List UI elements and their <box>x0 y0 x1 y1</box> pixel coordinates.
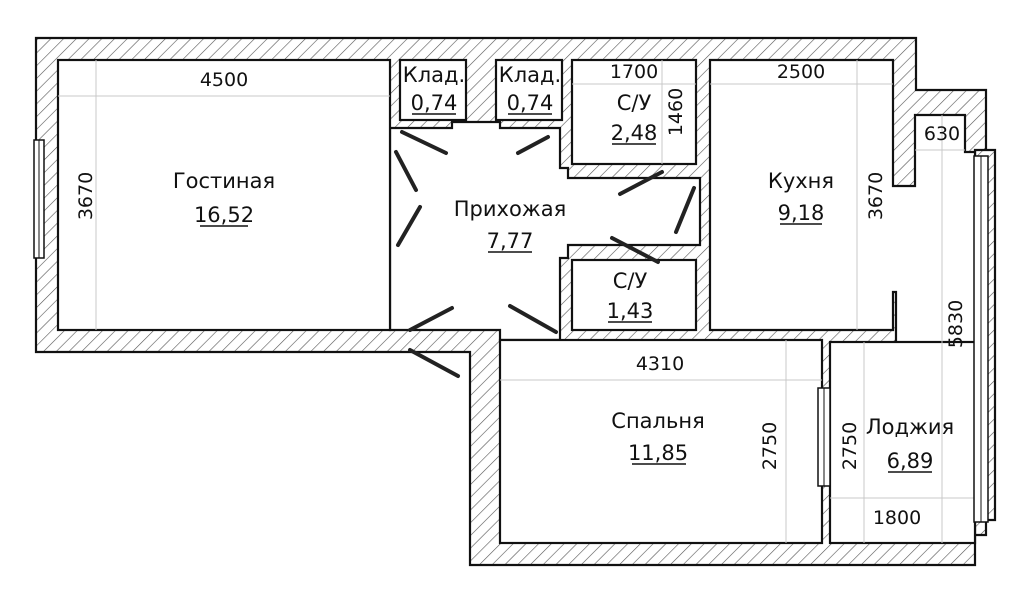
closet-2-area: 0,74 <box>507 91 554 115</box>
dim-loggia-width: 1800 <box>873 507 921 529</box>
kitchen-door <box>674 186 696 234</box>
dim-loggia-total: 5830 <box>945 300 967 348</box>
closet-2-name: Клад. <box>499 63 561 87</box>
room-labels: Гостиная 16,52 Клад. 0,74 Клад. 0,74 С/У… <box>173 63 954 473</box>
dim-bath1-height: 1460 <box>665 88 687 136</box>
bedroom-area: 11,85 <box>628 441 688 465</box>
windows <box>33 139 989 523</box>
kitchen-name: Кухня <box>768 169 834 193</box>
living-door-top <box>394 150 418 192</box>
closet-2-room <box>494 58 564 122</box>
dim-kitchen-notch: 630 <box>924 123 960 145</box>
closet-1-name: Клад. <box>403 63 465 87</box>
dim-bath1-width: 1700 <box>610 61 658 83</box>
bedroom-room <box>498 338 824 545</box>
living-area: 16,52 <box>194 203 254 227</box>
entrance-door-inner <box>408 306 454 332</box>
doors <box>394 130 696 378</box>
bathroom-1-name: С/У <box>617 91 652 115</box>
closet-1-area: 0,74 <box>411 91 458 115</box>
bathroom-2-name: С/У <box>613 269 648 293</box>
dim-kitchen-height: 3670 <box>865 172 887 220</box>
closet-1-room <box>398 58 468 122</box>
guide-lines <box>58 60 975 543</box>
bedroom-name: Спальня <box>611 409 704 433</box>
bathroom-1-door <box>618 170 664 196</box>
dim-loggia-height: 2750 <box>839 422 861 470</box>
hall-name: Прихожая <box>454 197 566 221</box>
dimension-labels: 4500 3670 1700 1460 2500 3670 630 5830 4… <box>75 61 967 529</box>
dim-living-width: 4500 <box>200 69 248 91</box>
bathroom-2-area: 1,43 <box>607 299 654 323</box>
bathroom-2-room <box>570 258 698 332</box>
bathroom-1-room <box>570 58 698 166</box>
loggia-area: 6,89 <box>887 449 934 473</box>
dim-bedroom-width: 4310 <box>636 353 684 375</box>
hall-area: 7,77 <box>487 229 534 253</box>
loggia-name: Лоджия <box>866 415 954 439</box>
closet-2-door <box>516 135 550 155</box>
bathroom-1-area: 2,48 <box>611 121 658 145</box>
living-room <box>56 58 392 332</box>
dim-living-height: 3670 <box>75 172 97 220</box>
dim-kitchen-width: 2500 <box>777 61 825 83</box>
dim-bedroom-height: 2750 <box>759 422 781 470</box>
bathroom-2-door <box>610 236 660 264</box>
living-name: Гостиная <box>173 169 275 193</box>
closet-1-door <box>400 130 448 155</box>
rooms <box>56 58 977 545</box>
loggia-room <box>828 340 977 545</box>
kitchen-area: 9,18 <box>778 201 825 225</box>
bedroom-door <box>508 304 558 334</box>
entrance-door-outer <box>408 348 460 378</box>
living-door-bottom <box>396 205 422 247</box>
